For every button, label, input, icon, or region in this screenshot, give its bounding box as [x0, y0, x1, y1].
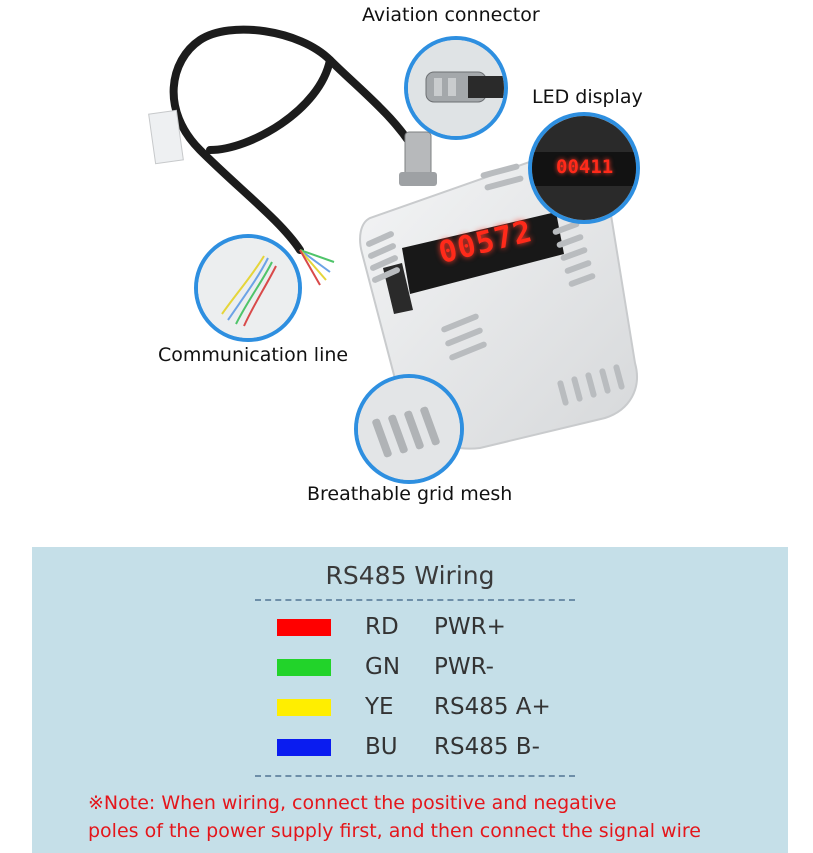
led-zoom-reading: 00411 — [556, 156, 614, 178]
red-swatch — [277, 619, 331, 636]
connector-closeup-image — [408, 40, 504, 136]
wiring-panel: RS485 Wiring RD PWR+ GN PWR- YE RS485 A+… — [32, 547, 788, 853]
wire-function: PWR+ — [434, 614, 506, 640]
wires-closeup-image — [198, 238, 298, 338]
aviation-connector-label: Aviation connector — [362, 4, 540, 26]
wire-row-yellow: YE RS485 A+ — [277, 694, 677, 724]
note-line-1: ※Note: When wiring, connect the positive… — [88, 792, 617, 814]
wire-code: GN — [365, 654, 401, 680]
wire-row-red: RD PWR+ — [277, 614, 677, 644]
wiring-note: ※Note: When wiring, connect the positive… — [88, 789, 778, 845]
wiring-title: RS485 Wiring — [325, 561, 495, 590]
breathable-mesh-label: Breathable grid mesh — [307, 483, 513, 505]
wire-code: YE — [365, 694, 394, 720]
wire-code: RD — [365, 614, 399, 640]
cable-drawing — [148, 25, 437, 286]
yellow-swatch — [277, 699, 331, 716]
note-line-2: poles of the power supply first, and the… — [88, 820, 701, 842]
wire-row-blue: BU RS485 B- — [277, 734, 677, 764]
bottom-divider — [255, 775, 575, 777]
blue-swatch — [277, 739, 331, 756]
wire-function: RS485 A+ — [434, 694, 551, 720]
product-illustration: 00572 Aviation connector 00411 LED displ… — [148, 4, 643, 505]
top-divider — [255, 599, 575, 601]
led-display-label: LED display — [532, 86, 643, 108]
wire-code: BU — [365, 734, 398, 760]
wire-function: RS485 B- — [434, 734, 540, 760]
wire-function: PWR- — [434, 654, 494, 680]
led-closeup-image — [532, 116, 636, 220]
communication-line-label: Communication line — [158, 344, 349, 366]
wire-row-green: GN PWR- — [277, 654, 677, 684]
mesh-closeup-image — [358, 378, 460, 480]
led-display-bubble: 00411 — [528, 112, 640, 224]
green-swatch — [277, 659, 331, 676]
communication-line-bubble — [194, 234, 302, 342]
aviation-connector-bubble — [404, 36, 508, 140]
breathable-mesh-bubble — [354, 374, 464, 484]
